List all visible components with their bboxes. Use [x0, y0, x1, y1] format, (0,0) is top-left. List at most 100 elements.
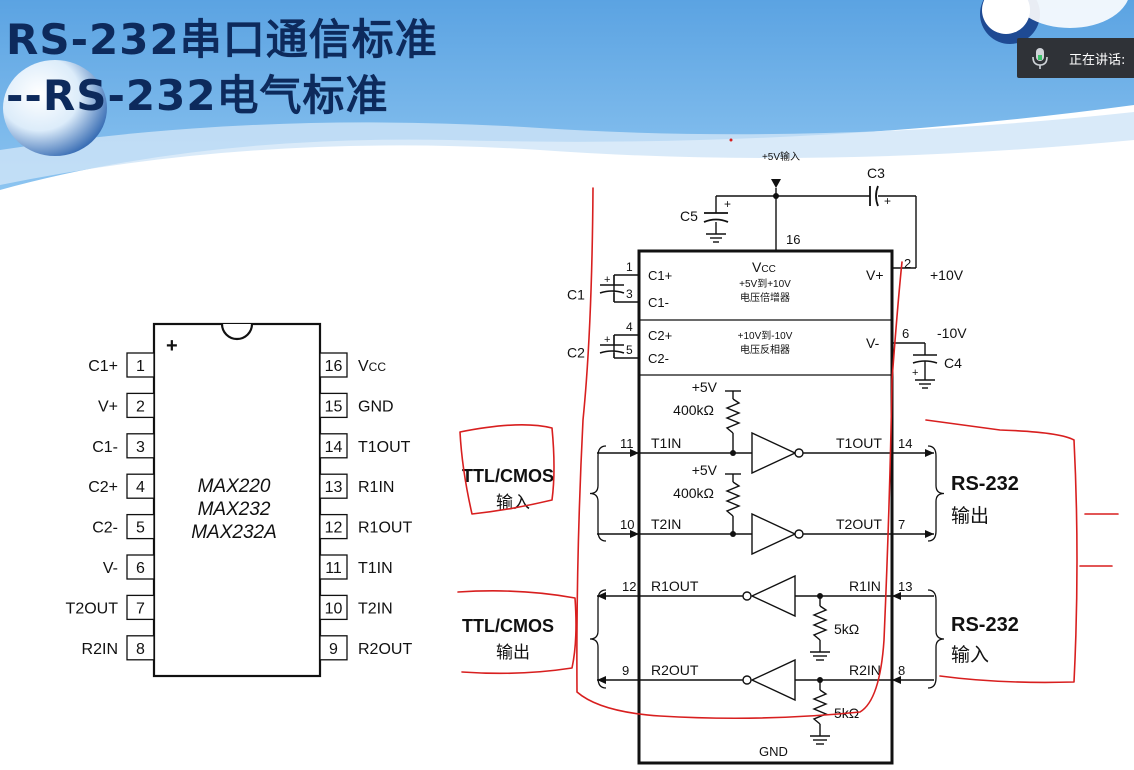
pin-box-5 — [126, 513, 155, 540]
output-arrow-r1 — [597, 592, 606, 600]
slide-subtitle: --RS-232电气标准 — [6, 71, 389, 120]
brace-ttl-in — [589, 445, 607, 542]
annotation-circle-ttl-in — [459, 424, 555, 515]
pin-number-14: 14 — [325, 439, 343, 456]
pin-box-9 — [319, 635, 348, 661]
pin-name-10: T2IN — [358, 600, 393, 617]
gnd-label: GND — [759, 744, 788, 759]
brace-rs232-out — [927, 445, 945, 542]
slide-title: RS-232串口通信标准 — [6, 15, 438, 64]
pin-box-7 — [126, 594, 155, 621]
output-arrow-t2 — [925, 530, 934, 538]
pullup-resistor-t2 — [725, 481, 741, 517]
chip-notch — [220, 323, 254, 341]
driver-buffer-t1 — [751, 431, 797, 475]
input-arrow-r2 — [892, 676, 901, 684]
receiver-buffer-r1 — [750, 574, 796, 618]
cap-plate-curved-c2 — [599, 350, 625, 354]
chip-name-max220: MAX220 — [198, 476, 271, 497]
ttl-in-sub-label: 输入 — [496, 493, 530, 512]
pin-name-16: VCC — [358, 358, 386, 375]
supply-arrow — [771, 179, 781, 188]
vp-value-label: +10V — [930, 267, 964, 283]
pin-name-11: T1IN — [358, 560, 393, 577]
pin-name-3: C1- — [92, 439, 118, 456]
input-arrow-r1 — [892, 592, 901, 600]
doubler-label-2: 电压倍增器 — [740, 291, 790, 304]
microphone-icon — [1032, 48, 1048, 69]
pulldown-resistor-label-r1: 5kΩ — [834, 621, 859, 637]
cap-polarity: + — [724, 197, 731, 211]
pin-name-2: V+ — [98, 398, 118, 415]
pin-name-c2m: C2- — [648, 351, 669, 366]
annotation-loop-ic — [576, 187, 903, 720]
pin-number-4: 4 — [136, 479, 145, 496]
pin-number-r1: 12 — [622, 579, 636, 594]
c5-plate-curved — [703, 218, 729, 223]
chip-name-max232a: MAX232A — [191, 522, 277, 543]
annotation-rs232-bracket — [925, 419, 1078, 684]
doubler-label-1: +5V到+10V — [739, 278, 791, 290]
driver-buffer-t2 — [751, 512, 797, 556]
pin-number-9: 9 — [329, 641, 338, 658]
chip-name-max232: MAX232 — [198, 499, 271, 520]
vm-value-label: -10V — [937, 325, 967, 341]
meeting-speaking-bar[interactable]: 正在讲话: — [1017, 38, 1134, 78]
ttl-out-sub-label: 输出 — [496, 643, 530, 662]
pin-name-vp: V+ — [866, 267, 884, 283]
pin-number-vp: 2 — [904, 256, 911, 271]
pullup-resistor-label-t2: 400kΩ — [673, 485, 714, 501]
pin-number-c1m: 3 — [626, 287, 633, 301]
pin-number-6: 6 — [136, 560, 145, 577]
ttl-out-label: TTL/CMOS — [462, 616, 554, 636]
rs232-in-sub-label: 输入 — [951, 644, 989, 666]
cap-c5-label: C5 — [680, 208, 698, 224]
pin-number-out-t1: 14 — [898, 436, 912, 451]
pin-name-7: T2OUT — [66, 600, 119, 617]
pin-name-1: C1+ — [88, 358, 118, 375]
pin-box-8 — [126, 635, 155, 661]
driver-bubble-t2 — [794, 529, 804, 539]
pin-box-4 — [126, 473, 155, 499]
pin-number-16: 16 — [325, 358, 343, 375]
receiver-bubble-r2 — [742, 675, 752, 685]
pin-number-vm: 6 — [902, 326, 909, 341]
receiver-bubble-r1 — [742, 591, 752, 601]
max232-pinout: +MAX220MAX232MAX232A1C1+2V+3C1-4C2+5C2-6… — [66, 322, 412, 678]
vcc-subscript: CC — [761, 264, 775, 275]
pin-number-c2m: 5 — [626, 343, 633, 357]
pin-number-in-r1: 13 — [898, 579, 912, 594]
cap-label-c1: C1 — [567, 287, 585, 303]
cap-polarity: + — [912, 367, 918, 379]
supply-label: +5V输入 — [762, 150, 800, 163]
output-arrow-r2 — [597, 676, 606, 684]
pullup-voltage-t1: +5V — [692, 379, 718, 395]
pin-name-6: V- — [103, 560, 118, 577]
pin1-marker: + — [166, 335, 178, 357]
red-annotations — [457, 138, 1119, 720]
pin-name-out-t2: T2OUT — [836, 516, 882, 532]
input-arrow-t1 — [630, 449, 639, 457]
annotation-dot — [729, 138, 733, 142]
pin-number-c1p: 1 — [626, 260, 633, 274]
pin-number-12: 12 — [325, 520, 343, 537]
pin-name-c1m: C1- — [648, 295, 669, 310]
max232-circuit: +5V输入16VCCC5+C3+1C1+3C1-4C2+5C2-+C1+C2+5… — [462, 150, 1019, 765]
annotation-circle-ttl-out — [457, 590, 577, 675]
speaking-label: 正在讲话: — [1069, 53, 1126, 68]
pin-box-13 — [319, 473, 348, 499]
pin-box-14 — [319, 433, 348, 459]
pulldown-resistor-r1 — [812, 605, 828, 641]
pin-name-out-t1: T1OUT — [836, 435, 882, 451]
pin-name-r1: R1OUT — [651, 578, 699, 594]
pin-number-out-t2: 7 — [898, 517, 905, 532]
pin-number-7: 7 — [136, 600, 145, 617]
input-arrow-t2 — [630, 530, 639, 538]
pin-box-15 — [319, 392, 348, 419]
pin-number-1: 1 — [136, 358, 145, 375]
pin-box-10 — [319, 594, 348, 621]
pin-name-in-r1: R1IN — [849, 578, 881, 594]
pin-box-11 — [319, 554, 348, 580]
pulldown-resistor-r2 — [812, 689, 828, 725]
pullup-resistor-label-t1: 400kΩ — [673, 402, 714, 418]
